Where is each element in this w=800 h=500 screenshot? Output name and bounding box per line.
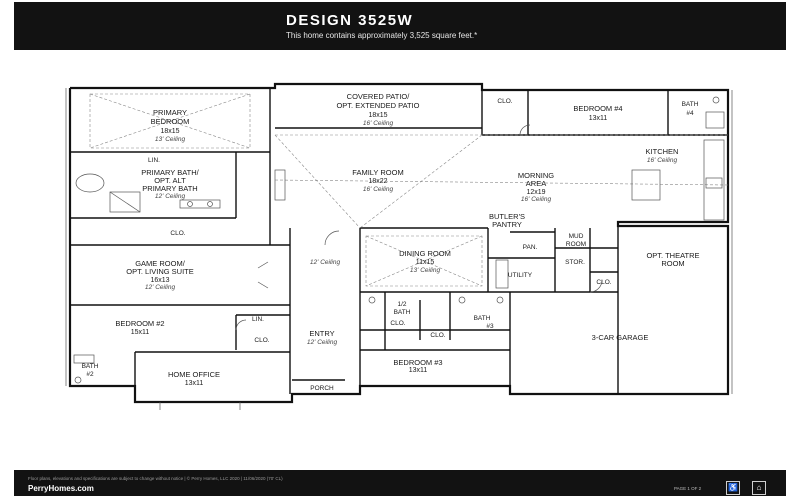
kitchen-island [631, 169, 661, 201]
pantry-label: PAN. [523, 244, 538, 251]
family-room-name: FAMILY ROOM [352, 168, 403, 177]
covered-patio-name-line2: OPT. EXTENDED PATIO [336, 101, 419, 110]
bathtub-icon [75, 173, 105, 193]
bedroom2-closet-label: CLO. [254, 337, 269, 344]
equal-housing-icon: ⌂ [752, 481, 766, 495]
fixtures [73, 96, 725, 384]
square-footage-note: This home contains approximately 3,525 s… [286, 31, 478, 40]
porch-label: PORCH [310, 385, 334, 392]
legal-disclaimer: Floor plans, elevations and specificatio… [28, 476, 283, 481]
bath2-name-line1: BATH [82, 363, 99, 370]
home-office-name: HOME OFFICE [168, 370, 220, 379]
hall-ceiling: 12' Ceiling [310, 259, 341, 266]
morning-area-name-line1: MORNING [518, 171, 554, 180]
bedroom3-name: BEDROOM #3 [393, 358, 442, 367]
page-number: PAGE 1 OF 2 [674, 486, 702, 491]
primary-closet-label: CLO. [170, 230, 185, 237]
sink-icon [207, 201, 213, 207]
bath3-name-line2: #3 [486, 323, 494, 330]
utility-label: UTILITY [508, 272, 533, 279]
primary-bedroom-name-line2: BEDROOM [151, 117, 190, 126]
dining-room-name: DINING ROOM [399, 249, 451, 258]
bedroom2-linen-label: LIN. [252, 316, 264, 323]
bedroom4-dim: 13x11 [589, 115, 608, 122]
storage-label: STOR. [565, 259, 585, 266]
primary-bath-name-line3: PRIMARY BATH [142, 184, 197, 193]
covered-patio-dim: 18x15 [368, 112, 387, 119]
bath4-name-line2: #4 [686, 110, 694, 117]
theatre-name-line2: ROOM [661, 259, 684, 268]
mud-room-name-line2: ROOM [566, 241, 586, 248]
entry-name: ENTRY [309, 329, 334, 338]
hall-closet-label-right: CLO. [430, 332, 445, 339]
accessibility-icon: ♿ [726, 481, 740, 495]
primary-bath-name-line1: PRIMARY BATH/ [141, 168, 199, 177]
family-room-ceiling: 16' Ceiling [363, 186, 394, 193]
design-title: DESIGN 3525W [286, 12, 414, 29]
bedroom2-name: BEDROOM #2 [115, 319, 164, 328]
covered-patio-name-line1: COVERED PATIO/ [347, 92, 411, 101]
storage-closet-label: CLO. [596, 279, 611, 286]
kitchen-name: KITCHEN [646, 147, 679, 156]
half-bath-name-line1: 1/2 [397, 301, 406, 308]
bath3-name-line1: BATH [474, 315, 491, 322]
header-bar: DESIGN 3525W This home contains approxim… [14, 2, 786, 50]
website-link[interactable]: PerryHomes.com [28, 484, 94, 493]
home-office-dim: 13x11 [185, 380, 204, 387]
fireplace-icon [274, 169, 286, 201]
sink-icon [74, 376, 82, 384]
family-room-dim: 18x22 [368, 178, 387, 185]
primary-linen-label: LIN. [148, 157, 160, 164]
morning-area-ceiling: 16' Ceiling [521, 196, 552, 203]
exterior-walls [65, 82, 733, 410]
butlers-pantry-name-line1: BUTLER'S [489, 212, 525, 221]
butlers-pantry-name-line2: PANTRY [492, 220, 522, 229]
sink-icon [496, 296, 504, 304]
dining-room-dim: 11x15 [416, 259, 435, 266]
bath2-name-line2: #2 [86, 371, 94, 378]
morning-area-name-line2: AREA [526, 179, 546, 188]
game-room-name-line1: GAME ROOM/ [135, 259, 186, 268]
room-labels: PRIMARY BEDROOM 18x15 13' Ceiling COVERE… [82, 92, 700, 392]
game-room-name-line2: OPT. LIVING SUITE [126, 267, 194, 276]
bedroom2-dim: 15x11 [131, 329, 150, 336]
footer-bar: Floor plans, elevations and specificatio… [14, 470, 786, 496]
primary-bath-ceiling: 12' Ceiling [155, 193, 186, 200]
covered-patio-ceiling: 16' Ceiling [363, 120, 394, 127]
toilet-icon [368, 296, 376, 304]
hall-closet-label-left: CLO. [390, 320, 405, 327]
morning-area-dim: 12x19 [526, 189, 545, 196]
sink-icon [187, 201, 193, 207]
dining-room-ceiling: 13' Ceiling [410, 267, 441, 274]
bedroom4-closet-label: CLO. [497, 98, 512, 105]
primary-bedroom-name-line1: PRIMARY [153, 108, 187, 117]
game-room-dim: 16x13 [150, 277, 169, 284]
bedroom4-name: BEDROOM #4 [573, 104, 622, 113]
entry-ceiling: 12' Ceiling [307, 339, 338, 346]
mud-room-name-line1: MUD [569, 233, 584, 240]
bedroom3-dim: 13x11 [409, 367, 428, 374]
garage-label: 3-CAR GARAGE [592, 333, 649, 342]
primary-bedroom-ceiling: 13' Ceiling [155, 136, 186, 143]
toilet-icon [712, 96, 720, 104]
bath4-name-line1: BATH [682, 101, 699, 108]
theatre-name-line1: OPT. THEATRE [646, 251, 699, 260]
ceiling-lines [89, 93, 729, 287]
half-bath-name-line2: BATH [394, 309, 411, 316]
kitchen-ceiling: 16' Ceiling [647, 157, 678, 164]
primary-bath-name-line2: OPT. ALT [154, 176, 186, 185]
game-room-ceiling: 12' Ceiling [145, 284, 176, 291]
sink-icon [458, 296, 466, 304]
primary-bedroom-dim: 18x15 [160, 128, 179, 135]
